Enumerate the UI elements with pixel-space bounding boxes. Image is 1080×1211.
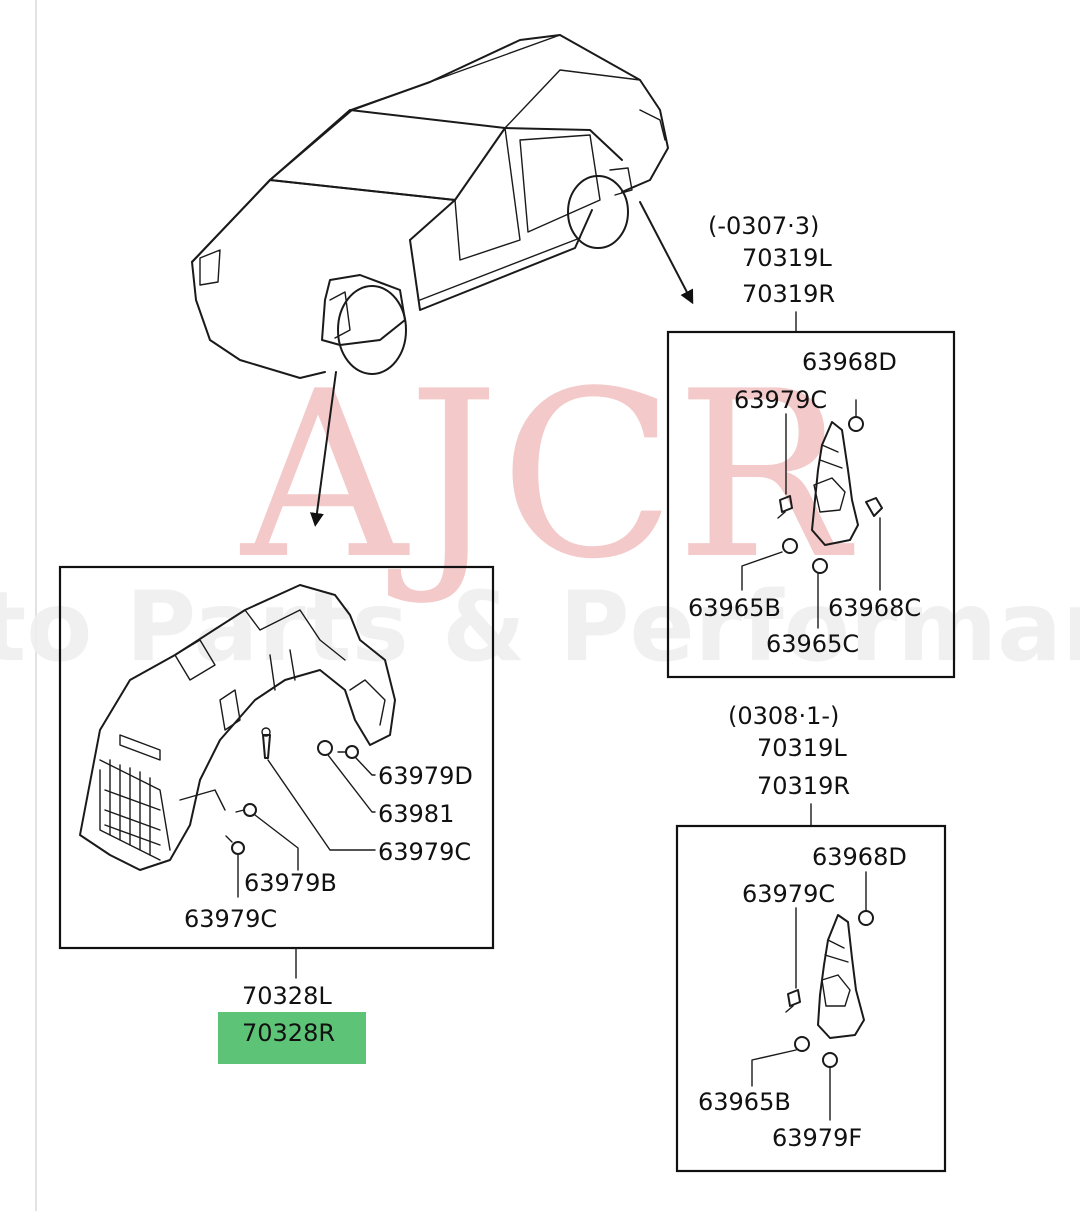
front-callout-63979c-b: 63979C <box>184 905 277 933</box>
watermark: AJCR Auto Parts & Performance <box>0 343 1080 683</box>
rear-fender-liner-icon <box>811 421 859 546</box>
rear-top-callout-63965b: 63965B <box>688 594 781 622</box>
front-part-left: 70328L <box>242 982 332 1010</box>
rear-bottom-callout-63968d: 63968D <box>812 843 907 871</box>
clip-fastener-icon <box>225 727 359 855</box>
front-callout-63979b: 63979B <box>244 869 337 897</box>
front-callout-63981: 63981 <box>378 800 454 828</box>
rear-fender-liner-icon <box>817 914 865 1039</box>
rear-top-callout-63968d: 63968D <box>802 348 897 376</box>
rear-top-part-left: 70319L <box>742 244 832 272</box>
front-callout-63979c-a: 63979C <box>378 838 471 866</box>
rear-top-leader-lines <box>741 399 881 629</box>
clip-fastener-icon <box>777 416 883 574</box>
rear-top-liner-box <box>666 330 956 679</box>
rear-bottom-liner-box <box>675 824 947 1173</box>
sedan-car-icon <box>191 34 669 379</box>
front-part-right[interactable]: 70328R <box>242 1019 335 1047</box>
rear-bottom-callout-63979c: 63979C <box>742 880 835 908</box>
front-fender-liner-icon <box>79 584 396 871</box>
rear-bottom-leader-lines <box>751 871 867 1121</box>
rear-arrow <box>639 201 694 305</box>
rear-top-callout-63965c: 63965C <box>766 630 859 658</box>
rear-top-part-right: 70319R <box>742 280 835 308</box>
rear-top-date-range: (-0307·3) <box>708 212 819 240</box>
front-liner-box <box>58 565 495 950</box>
watermark-logo: AJCR <box>239 343 854 610</box>
part-highlight <box>218 1012 366 1064</box>
rear-bottom-date-range: (0308·1-) <box>728 702 839 730</box>
front-arrow <box>310 371 337 527</box>
clip-fastener-icon <box>785 910 874 1068</box>
rear-bottom-callout-63979f: 63979F <box>772 1124 862 1152</box>
rear-top-callout-63968c: 63968C <box>828 594 921 622</box>
rear-bottom-part-right: 70319R <box>757 772 850 800</box>
rear-bottom-part-left: 70319L <box>757 734 847 762</box>
rear-top-callout-63979c: 63979C <box>734 386 827 414</box>
front-leader-lines <box>237 754 376 898</box>
watermark-tagline: Auto Parts & Performance <box>0 571 1080 683</box>
front-callout-63979d: 63979D <box>378 762 473 790</box>
rear-bottom-callout-63965b: 63965B <box>698 1088 791 1116</box>
